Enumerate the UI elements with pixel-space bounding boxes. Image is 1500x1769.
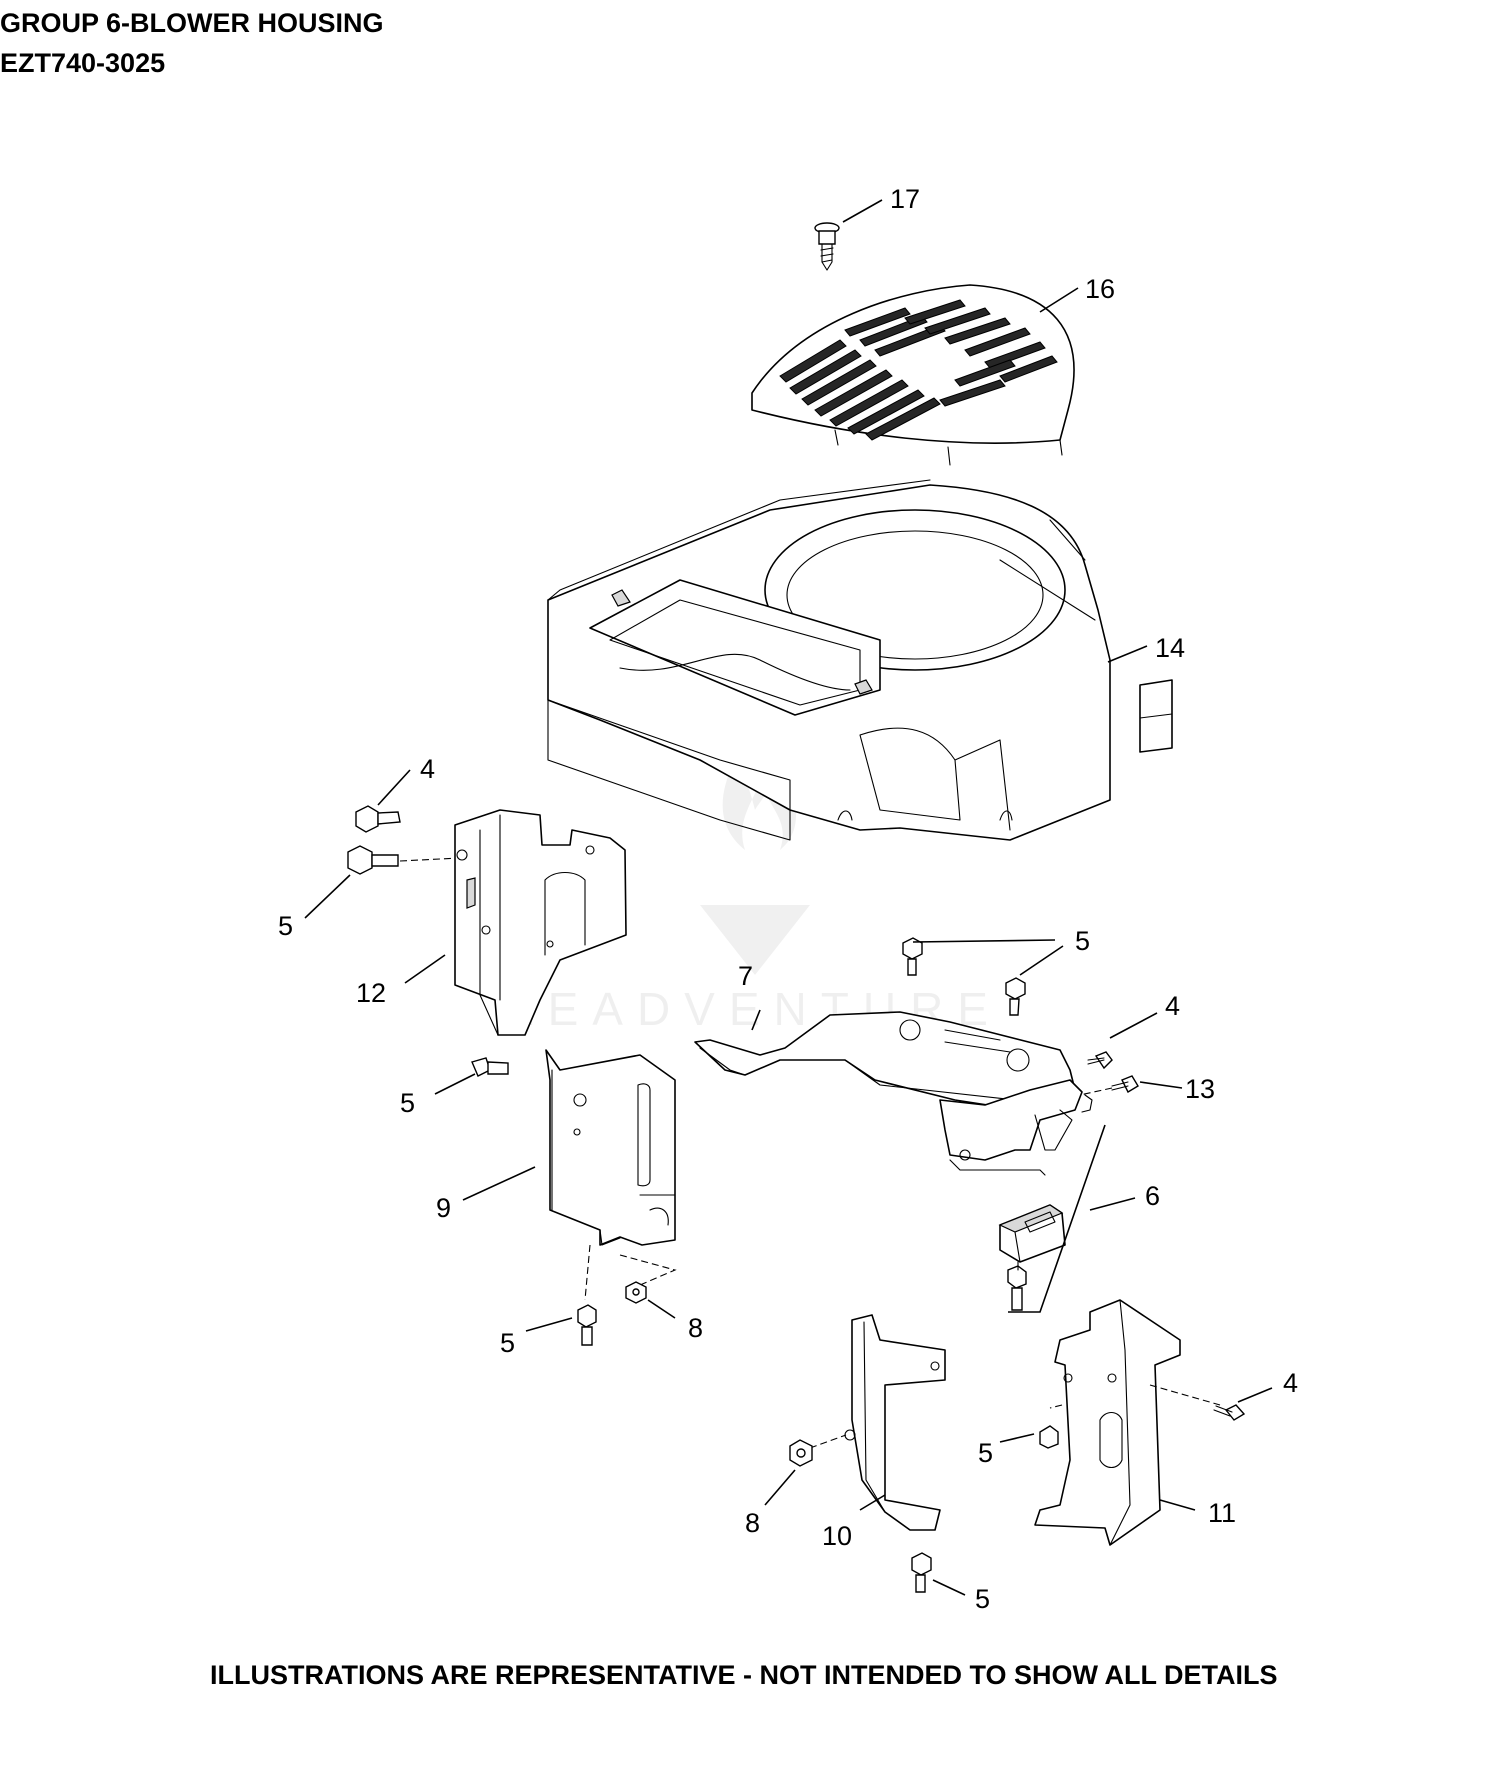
- callout-12: 12: [356, 978, 386, 1008]
- callout-17: 17: [890, 184, 920, 214]
- callout-5: 5: [500, 1328, 515, 1358]
- model-number: EZT740-3025: [0, 48, 166, 78]
- part-7-baffle: [694, 1011, 1093, 1176]
- leader-lines: [304, 199, 1273, 1596]
- part-5-screw-part11: [1039, 1425, 1059, 1449]
- part-11-right-shroud: [1034, 1299, 1221, 1546]
- part-10-bracket: [809, 1314, 946, 1531]
- callout-5: 5: [1075, 926, 1090, 956]
- callout-4: 4: [1165, 991, 1180, 1021]
- part-8-nut-right: [789, 1439, 813, 1467]
- grille-slats: [779, 299, 1058, 441]
- callout-13: 13: [1185, 1074, 1215, 1104]
- part-5-flange-screw-left: [347, 845, 461, 875]
- part-6-isolator-mount: [998, 1124, 1106, 1313]
- callout-14: 14: [1155, 633, 1185, 663]
- part-5-screw-lower-left: [577, 1304, 597, 1346]
- callout-4: 4: [420, 754, 435, 784]
- callout-5: 5: [978, 1438, 993, 1468]
- part-12-left-shroud: [454, 809, 627, 1036]
- callout-6: 6: [1145, 1181, 1160, 1211]
- callout-16: 16: [1085, 274, 1115, 304]
- callout-8: 8: [688, 1313, 703, 1343]
- callout-11: 11: [1208, 1498, 1236, 1528]
- part-5-screw-part9: [471, 1057, 509, 1077]
- callout-4: 4: [1283, 1368, 1298, 1398]
- diagram-title: GROUP 6-BLOWER HOUSING: [0, 8, 384, 38]
- part-4-bolt-upper-left: [355, 805, 401, 833]
- callout-5: 5: [400, 1088, 415, 1118]
- part-4-bolt-far-right: [1213, 1404, 1246, 1421]
- callout-10: 10: [822, 1521, 852, 1551]
- part-5-screw-top-a: [902, 937, 923, 976]
- part-4-bolt-right: [1087, 1051, 1113, 1070]
- disclaimer-footer: ILLUSTRATIONS ARE REPRESENTATIVE - NOT I…: [210, 1660, 1278, 1690]
- part-5-screw-top-b: [1005, 977, 1026, 1016]
- part-14-blower-housing: [547, 479, 1173, 841]
- callout-5: 5: [975, 1584, 990, 1614]
- part-5-screw-bottom: [911, 1552, 932, 1593]
- part-16-grille: [751, 284, 1075, 466]
- part-17-screw: [814, 222, 840, 271]
- callout-9: 9: [436, 1193, 451, 1223]
- part-13-bolt-right: [1079, 1075, 1139, 1096]
- part-9-lower-shroud: [545, 1049, 677, 1301]
- callout-5: 5: [278, 911, 293, 941]
- callout-8: 8: [745, 1508, 760, 1538]
- part-8-nut-lower-left: [625, 1281, 647, 1304]
- callout-7: 7: [738, 961, 753, 991]
- callout-labels: 17 16 14 4 5 12 5 7 4 13 5 9 6 5 8 4 5 1…: [278, 184, 1298, 1614]
